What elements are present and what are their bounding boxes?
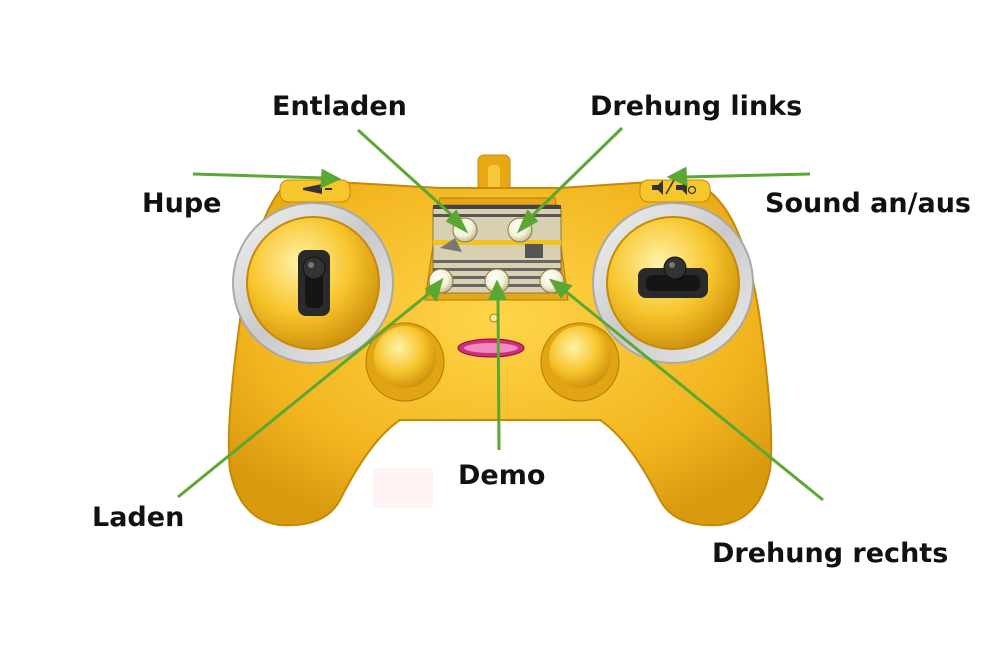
arrowhead-demo (487, 279, 508, 301)
label-drehung-links: Drehung links (590, 91, 803, 122)
pointer-demo (496, 295, 501, 451)
pointer-lines (177, 126, 824, 502)
arrowhead-drehung-rechts (548, 278, 573, 299)
label-demo: Demo (458, 460, 546, 491)
horn-icon (303, 184, 332, 194)
left-joystick[interactable] (232, 202, 394, 364)
lower-button-right[interactable] (540, 322, 620, 402)
pointer-entladen (356, 128, 457, 220)
right-joystick[interactable] (592, 202, 754, 364)
pointer-drehung-links (528, 126, 624, 220)
label-laden: Laden (92, 502, 185, 533)
arrowhead-hupe (320, 168, 342, 189)
pointer-drehung-rechts (563, 288, 824, 502)
arrowhead-laden (424, 277, 444, 303)
pointer-hupe (192, 172, 326, 180)
label-drehung-rechts: Drehung rechts (712, 538, 949, 569)
pointer-sound (682, 172, 811, 179)
label-entladen: Entladen (272, 91, 407, 122)
arrowhead-drehung-links (516, 209, 539, 234)
label-sound-an-aus: Sound an/aus (765, 188, 971, 219)
lower-button-left[interactable] (365, 322, 445, 402)
arrowhead-sound (666, 166, 688, 187)
arrowhead-entladen (445, 209, 469, 234)
background-artifact (373, 468, 433, 508)
label-hupe: Hupe (142, 188, 222, 219)
pointer-laden (177, 289, 433, 499)
brand-logo (457, 338, 525, 358)
shoulder-right[interactable] (639, 179, 711, 203)
